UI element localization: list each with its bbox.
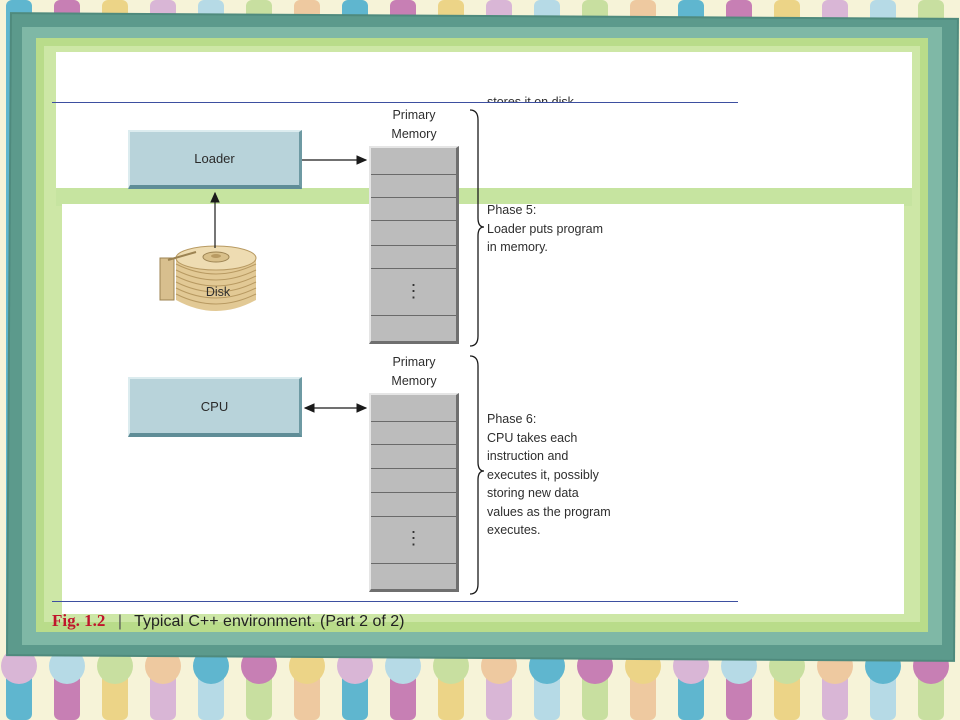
caption-separator: | [117, 613, 122, 630]
background-stripe-bulb [241, 648, 277, 684]
cpu-box: CPU [128, 377, 302, 437]
disk-label: Disk [205, 285, 231, 299]
memory-ellipsis: ⋮ [404, 281, 423, 301]
phase5-memory-title: Primary Memory [391, 108, 437, 141]
top-rule-line [52, 102, 738, 103]
phase6-description: Phase 6: CPU takes each instruction and … [487, 412, 611, 537]
bottom-rule-line [52, 601, 738, 602]
cutoff-phase4-text: stores it on disk. [487, 95, 578, 103]
phase5-primary-memory: ⋮ [369, 146, 459, 344]
cpu-label: CPU [200, 398, 229, 414]
figure-caption: Fig. 1.2 | Typical C++ environment. (Par… [52, 611, 404, 631]
memory-ellipsis: ⋮ [404, 528, 423, 548]
background-stripe-bulb [97, 648, 133, 684]
background-stripe-bulb [1, 648, 37, 684]
loader-box: Loader [128, 130, 302, 189]
background-stripe-bulb [433, 648, 469, 684]
phase6-memory-title: Primary Memory [391, 355, 437, 388]
background-stripe-bulb [337, 648, 373, 684]
phase6-primary-memory: ⋮ [369, 393, 459, 592]
background-stripe-bulb [385, 648, 421, 684]
background-stripe-bulb [193, 648, 229, 684]
background-stripe-bulb [145, 648, 181, 684]
figure-number: Fig. 1.2 [52, 611, 106, 630]
caption-text: Typical C++ environment. (Part 2 of 2) [134, 613, 405, 630]
phase5-description: Phase 5: Loader puts program in memory. [487, 203, 604, 254]
background-stripe-bulb [49, 648, 85, 684]
background-stripe-bulb [289, 648, 325, 684]
loader-label: Loader [194, 151, 235, 166]
disk-icon [159, 245, 257, 311]
